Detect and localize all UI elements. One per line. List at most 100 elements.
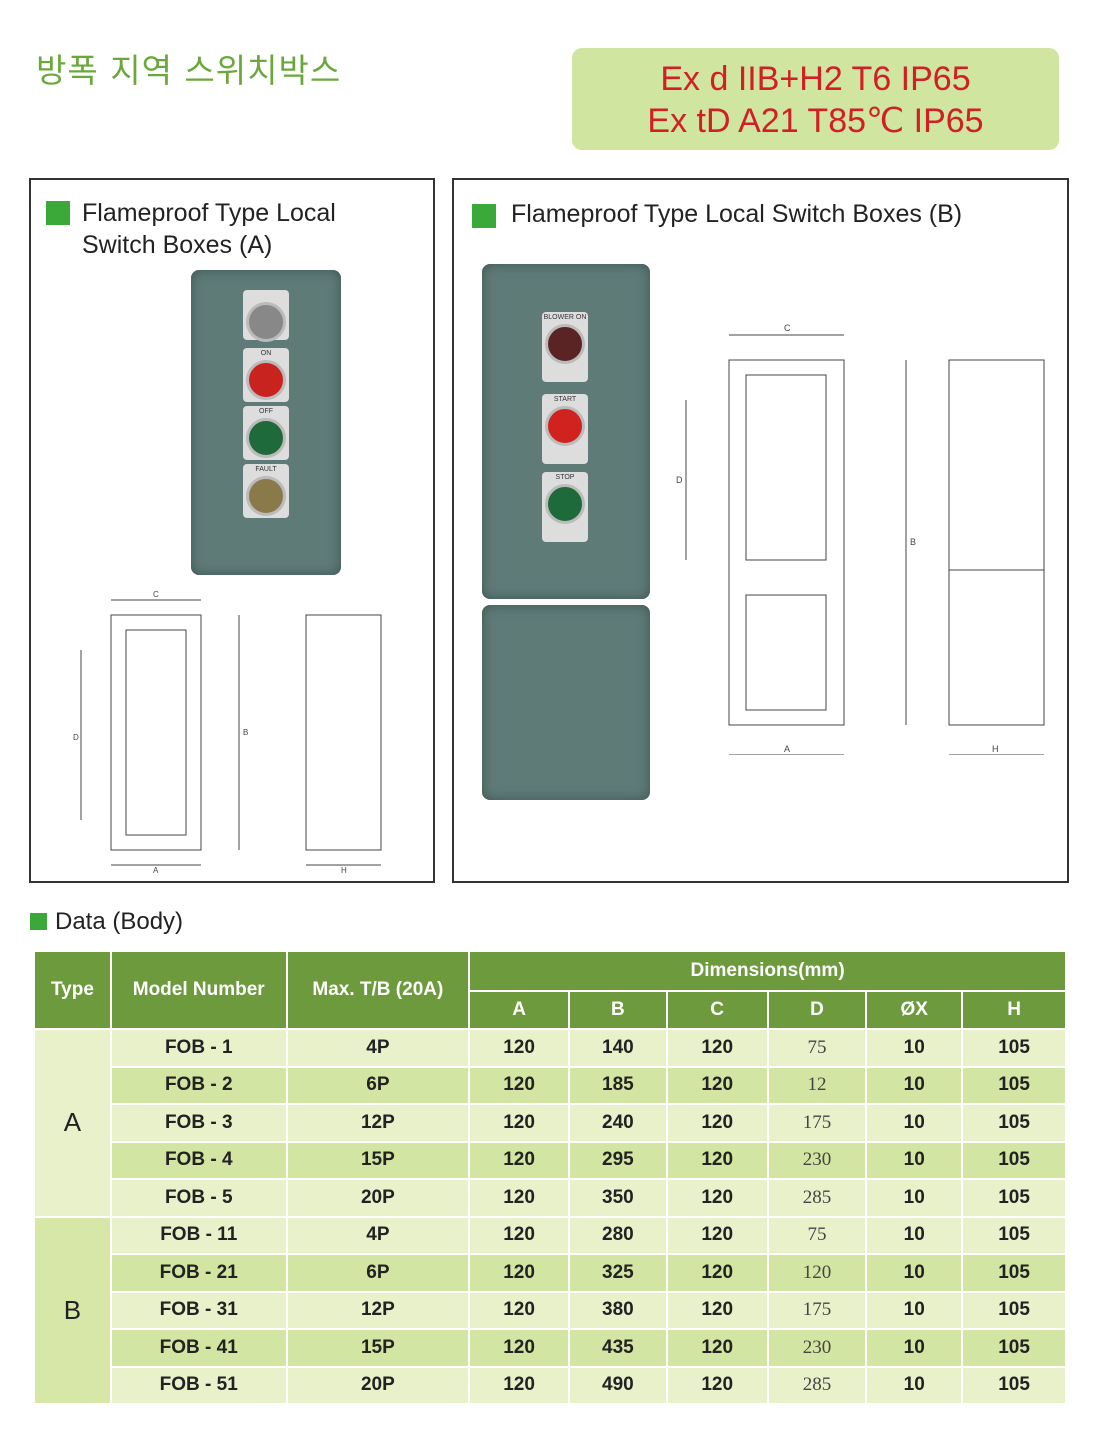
table-cell: 105 <box>961 1178 1067 1218</box>
table-cell: 120 <box>766 1253 868 1293</box>
table-cell: 4P <box>285 1028 471 1068</box>
table-cell: FOB - 4 <box>109 1140 288 1180</box>
lamp-blower-on: BLOWER ON <box>542 312 588 382</box>
table-cell: 120 <box>665 1365 769 1405</box>
bullet-icon <box>472 204 496 228</box>
svg-text:D: D <box>676 475 683 485</box>
panel-b-title: Flameproof Type Local Switch Boxes (B) <box>511 200 963 228</box>
svg-text:C: C <box>784 323 791 333</box>
table-cell: 6P <box>285 1253 471 1293</box>
panel-switch-box-b: Flameproof Type Local Switch Boxes (B) B… <box>452 178 1069 883</box>
table-cell: FOB - 1 <box>109 1028 288 1068</box>
table-cell: 105 <box>961 1215 1067 1255</box>
table-cell: 285 <box>766 1365 868 1405</box>
table-cell: 105 <box>961 1065 1067 1105</box>
table-cell: 105 <box>961 1028 1067 1068</box>
table-cell: 280 <box>567 1215 668 1255</box>
table-cell: 120 <box>665 1028 769 1068</box>
table-cell: 12 <box>766 1065 868 1105</box>
table-cell: FOB - 31 <box>109 1290 288 1330</box>
table-cell: 120 <box>665 1178 769 1218</box>
table-cell: 10 <box>865 1365 964 1405</box>
table-cell: 20P <box>285 1365 471 1405</box>
header-x: ØX <box>865 990 964 1030</box>
table-cell: 120 <box>468 1328 570 1368</box>
table-cell: 240 <box>567 1103 668 1143</box>
table-cell: 140 <box>567 1028 668 1068</box>
table-cell: 120 <box>468 1103 570 1143</box>
table-cell: 230 <box>766 1328 868 1368</box>
table-cell: FOB - 41 <box>109 1328 288 1368</box>
header-a: A <box>468 990 570 1030</box>
svg-text:A: A <box>153 866 159 875</box>
table-cell: 10 <box>865 1253 964 1293</box>
rating-line-2: Ex tD A21 T85℃ IP65 <box>647 102 984 140</box>
table-cell: 15P <box>285 1328 471 1368</box>
header-dimensions: Dimensions(mm) <box>468 950 1067 992</box>
table-cell: FOB - 21 <box>109 1253 288 1293</box>
table-cell: FOB - 5 <box>109 1178 288 1218</box>
table-cell: 295 <box>567 1140 668 1180</box>
table-cell: 75 <box>766 1215 868 1255</box>
table-cell: 105 <box>961 1365 1067 1405</box>
lamp-fault: FAULT <box>243 464 289 518</box>
header-h: H <box>961 990 1067 1030</box>
table-cell: 10 <box>865 1328 964 1368</box>
header-d: D <box>766 990 868 1030</box>
header-max-tb: Max. T/B (20A) <box>285 950 471 1030</box>
table-cell: 12P <box>285 1290 471 1330</box>
page-title: 방폭 지역 스위치박스 <box>36 51 342 90</box>
table-cell: 10 <box>865 1103 964 1143</box>
table-cell: 105 <box>961 1290 1067 1330</box>
table-cell: 12P <box>285 1103 471 1143</box>
svg-text:B: B <box>910 537 916 547</box>
table-cell: 105 <box>961 1140 1067 1180</box>
table-cell: 120 <box>468 1253 570 1293</box>
table-cell: 490 <box>567 1365 668 1405</box>
header-model: Model Number <box>109 950 288 1030</box>
table-cell: 120 <box>665 1065 769 1105</box>
table-cell: 120 <box>665 1103 769 1143</box>
table-cell: 10 <box>865 1215 964 1255</box>
header-c: C <box>665 990 769 1030</box>
bullet-icon <box>46 201 70 225</box>
table-cell: 175 <box>766 1103 868 1143</box>
table-cell: 185 <box>567 1065 668 1105</box>
table-cell: FOB - 3 <box>109 1103 288 1143</box>
table-cell: 75 <box>766 1028 868 1068</box>
table-cell: 105 <box>961 1328 1067 1368</box>
svg-text:B: B <box>243 728 248 737</box>
table-cell: 230 <box>766 1140 868 1180</box>
switch-box-b-photo: BLOWER ON START STOP <box>482 264 650 599</box>
svg-text:H: H <box>992 744 999 754</box>
table-cell: FOB - 11 <box>109 1215 288 1255</box>
header-b: B <box>567 990 668 1030</box>
button-start: START <box>542 394 588 464</box>
button-off: OFF <box>243 406 289 460</box>
table-cell: 350 <box>567 1178 668 1218</box>
table-cell: 120 <box>468 1140 570 1180</box>
svg-text:D: D <box>73 733 79 742</box>
table-cell: 10 <box>865 1028 964 1068</box>
table-cell: 10 <box>865 1178 964 1218</box>
data-heading: Data (Body) <box>30 908 183 936</box>
table-cell: 380 <box>567 1290 668 1330</box>
table-cell: 120 <box>468 1365 570 1405</box>
dimension-drawing-b: C D B A H <box>676 323 1045 755</box>
table-cell: 10 <box>865 1290 964 1330</box>
data-table: Type Model Number Max. T/B (20A) Dimensi… <box>33 950 1067 1405</box>
table-cell: 120 <box>468 1290 570 1330</box>
rating-badge: Ex d IIB+H2 T6 IP65 Ex tD A21 T85℃ IP65 <box>572 48 1059 150</box>
button-on: ON <box>243 348 289 402</box>
table-cell: FOB - 2 <box>109 1065 288 1105</box>
